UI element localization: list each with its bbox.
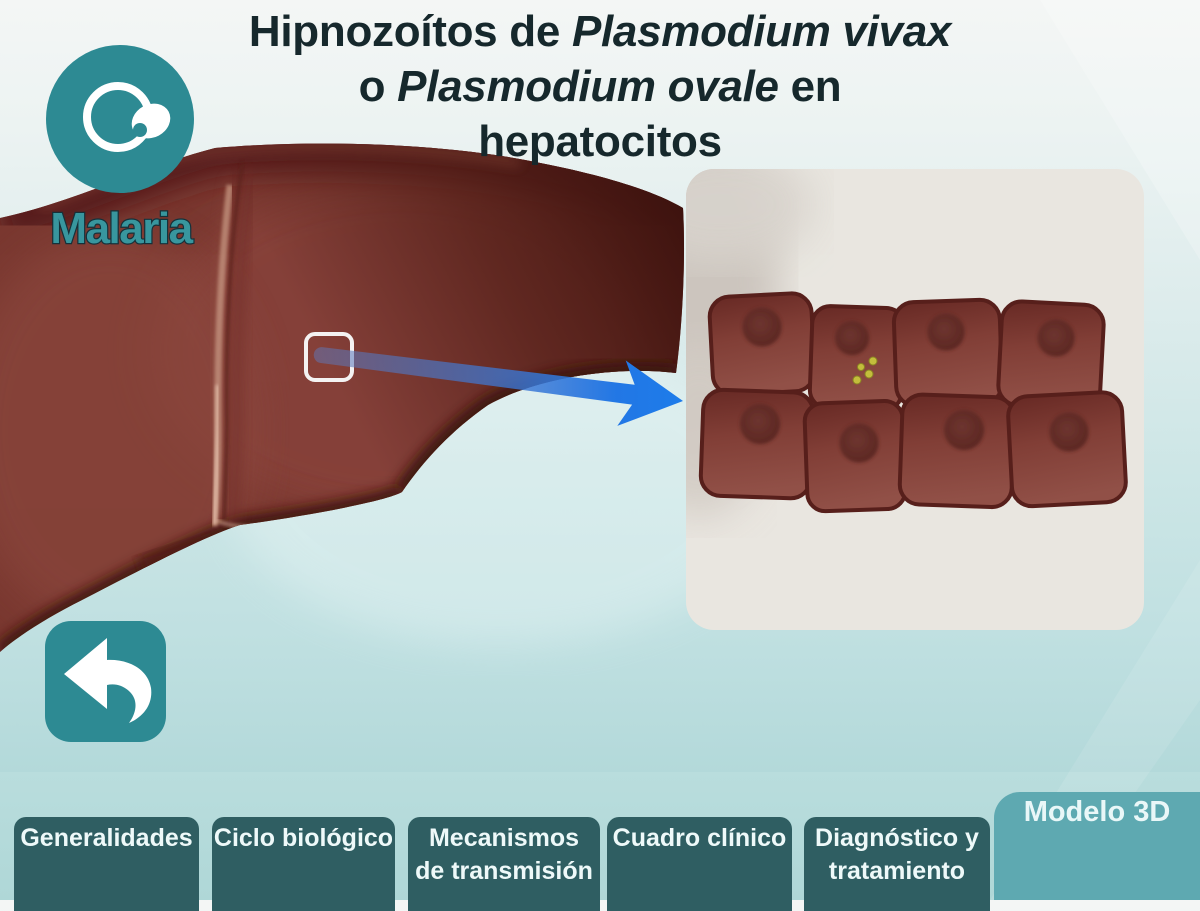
svg-text:Malaria: Malaria (50, 204, 193, 253)
